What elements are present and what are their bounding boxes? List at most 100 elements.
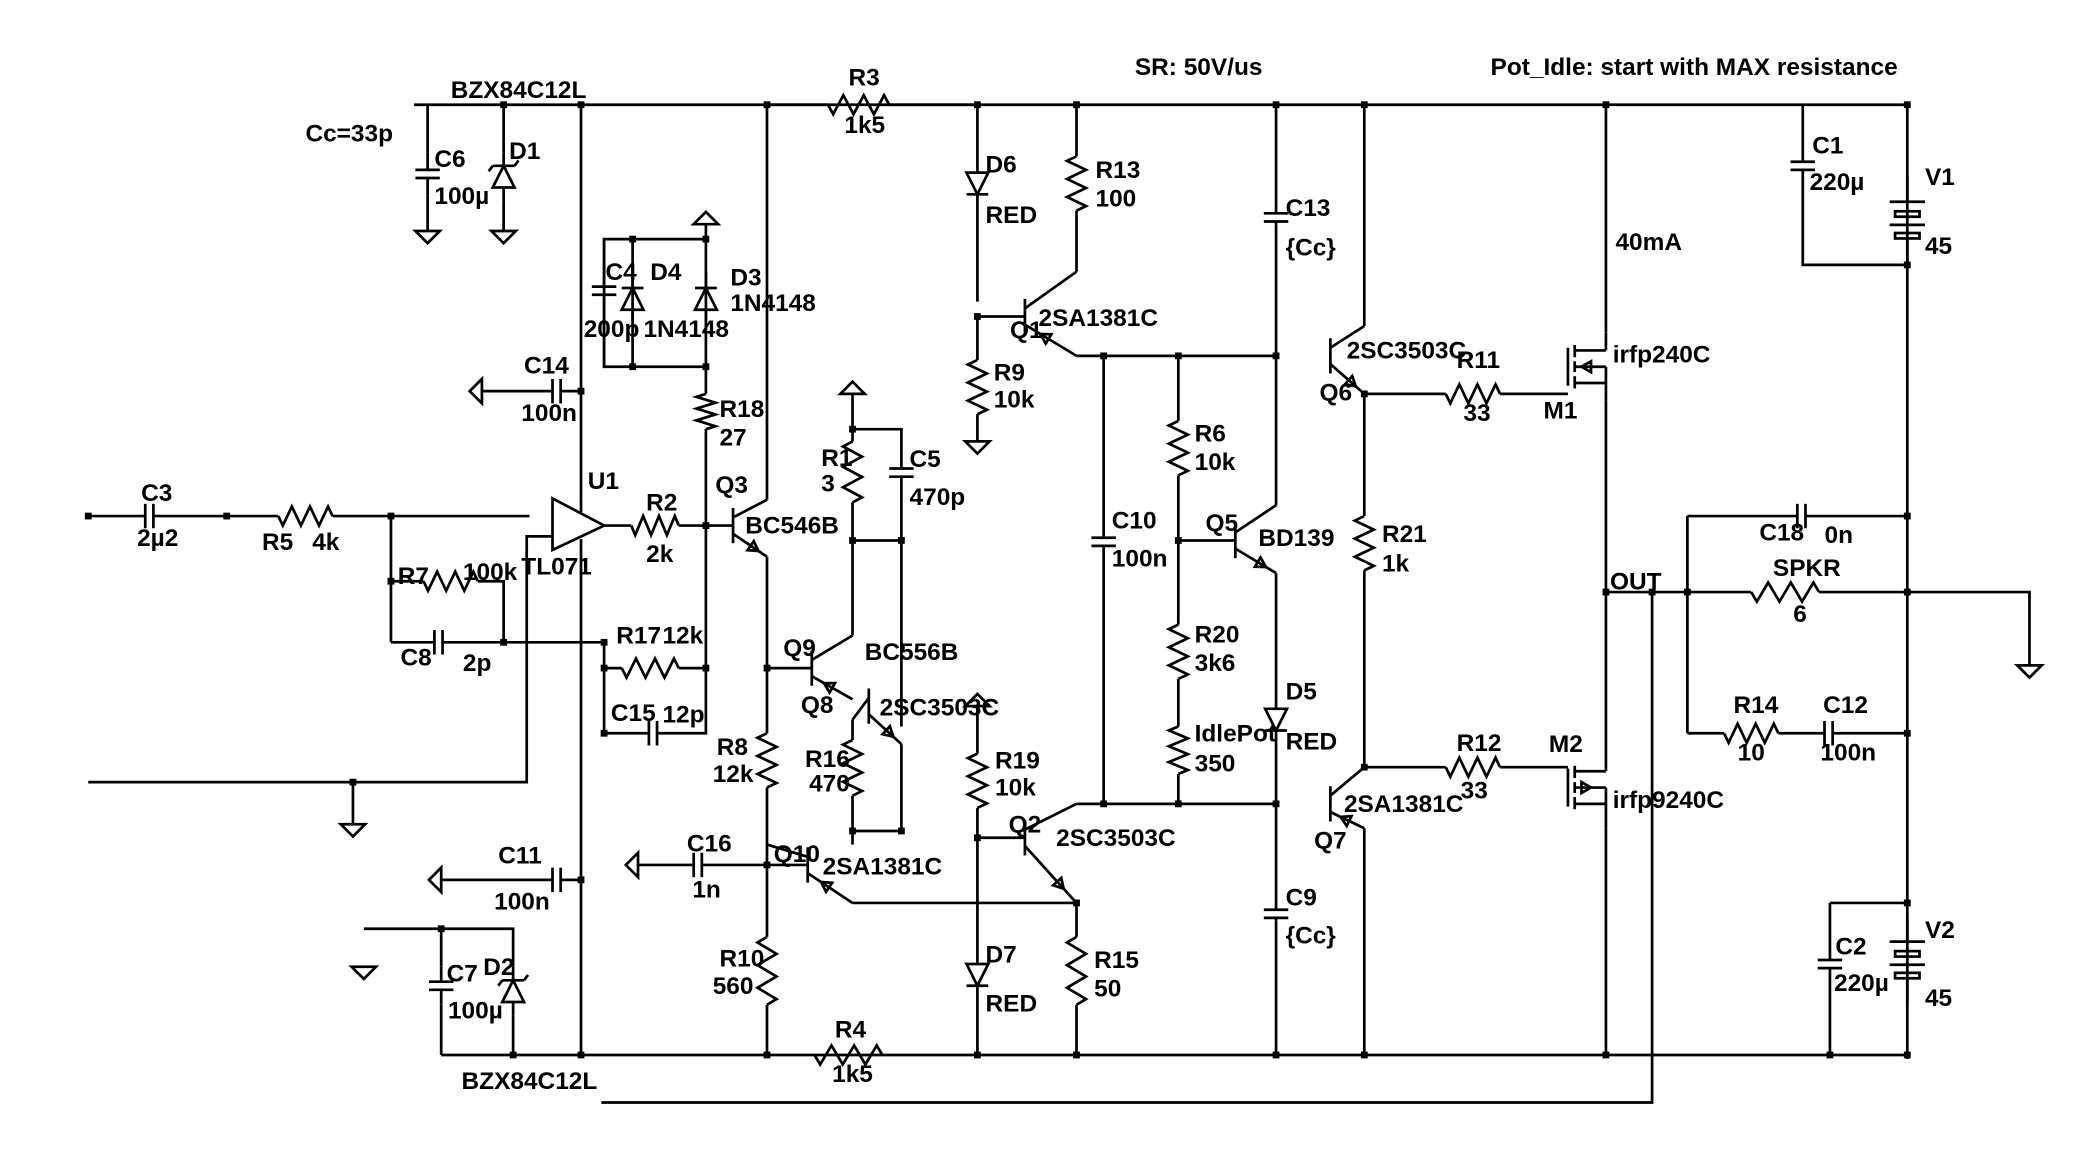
label-q2-49-value: 2SC3503C (1056, 825, 1175, 852)
resistor-r3 (826, 92, 891, 118)
junction-dot-25 (500, 638, 508, 646)
label-r19-45-ref: R19 (995, 748, 1040, 775)
label-c18-30-value: 0n (1824, 522, 1853, 549)
junction-dot-31 (387, 512, 395, 520)
label-c4-9-value: 200p (584, 316, 640, 343)
junction-dot-4 (1073, 101, 1080, 109)
label-r15-58-value: 50 (1094, 976, 1121, 1003)
junction-dot-8 (1903, 101, 1911, 109)
battery-v2 (1889, 916, 1925, 1005)
label-c5-20-value: 470p (910, 484, 966, 511)
junction-dot-23 (702, 664, 710, 672)
capacitor-c11 (551, 867, 563, 893)
junction-dot-27 (600, 729, 608, 737)
capacitor-c8 (433, 630, 444, 655)
junction-dot-14 (1073, 1051, 1080, 1059)
label-q9-35-ref: Q9 (783, 635, 816, 662)
label-q6-14-ref: Q6 (1320, 380, 1353, 407)
label-q7-48-value: 2SA1381C (1344, 791, 1463, 818)
label-m1-16-value: irfp240C (1613, 342, 1711, 369)
resistor-r14 (1722, 720, 1780, 746)
resistor-r9 (964, 358, 991, 416)
label-q3-26-value: BC546B (745, 513, 839, 540)
capacitor-c15 (647, 721, 659, 746)
label-r16-42-ref: R16 (805, 746, 850, 773)
label-c11-52-value: 100n (494, 889, 550, 916)
wire-46 (851, 393, 903, 468)
transistor-q10 (766, 843, 854, 905)
junction-dot-46 (1100, 352, 1108, 360)
label-c16-50-value: 1n (692, 877, 721, 904)
junction-dot-21 (577, 876, 585, 884)
ground-r19 (961, 691, 993, 708)
junction-dot-28 (349, 778, 357, 786)
label-r8-43-value: 12k (713, 761, 754, 788)
capacitor-c18 (1795, 503, 1807, 529)
diode-d7 (964, 961, 991, 989)
label-d5-39-value: RED (1286, 729, 1338, 756)
junction-dot-48 (1272, 352, 1280, 360)
label-q9-35-value: BC556B (865, 639, 959, 666)
ground-c11 (427, 864, 443, 896)
junction-dot-60 (1903, 729, 1911, 737)
junction-dot-37 (849, 537, 856, 544)
transistor-q9 (810, 634, 854, 701)
opamp-u1 (551, 496, 608, 553)
annotation-cc-value: Cc=33p (305, 120, 393, 147)
mosfet-m2 (1566, 740, 1608, 829)
junction-dot-58 (1903, 588, 1911, 596)
junction-dot-59 (1903, 512, 1911, 520)
label-bzx84c12l-0-ref: BZX84C12L (451, 77, 587, 104)
label-r12-46-ref: R12 (1457, 730, 1502, 757)
capacitor-c16 (692, 852, 704, 878)
label-spkr-32-value: 6 (1793, 601, 1807, 628)
label-c7-54-ref: C7 (447, 961, 478, 988)
label-d3-11-value: 1N4148 (730, 290, 816, 317)
label-spkr-32-ref: SPKR (1773, 555, 1841, 582)
label-q10-51-ref: Q10 (774, 841, 820, 868)
label-q10-51-value: 2SA1381C (823, 853, 942, 880)
junction-dot-35 (702, 363, 710, 371)
label-c1-7-value: 220µ (1810, 169, 1865, 196)
resistor-spkr (1750, 579, 1821, 605)
junction-dot-32 (629, 235, 636, 243)
label-r13-5-value: 100 (1096, 186, 1137, 213)
label-r3-3-ref: R3 (848, 65, 879, 92)
junction-dot-24 (387, 577, 395, 585)
label-v2-60-value: 45 (1925, 985, 1952, 1012)
label-v1-8-value: 45 (1925, 233, 1952, 260)
wire-53 (851, 744, 903, 833)
label-r11-15-ref: R11 (1457, 347, 1500, 374)
capacitor-c6 (415, 152, 440, 196)
label-d6-4-value: RED (986, 202, 1038, 229)
diode-d5 (1263, 706, 1290, 734)
label-c7-54-value: 100µ (448, 997, 503, 1024)
ground-c6 (412, 229, 444, 246)
wire-38 (658, 668, 708, 735)
label-r4-61-value: 1k5 (832, 1061, 873, 1088)
diode-d6 (964, 169, 991, 198)
junction-dot-13 (974, 1051, 981, 1059)
label-r20-36-ref: R20 (1195, 621, 1240, 648)
junction-dot-41 (849, 827, 856, 835)
label-q7-48-ref: Q7 (1314, 828, 1347, 855)
label-q8-37-value: 2SC3503C (880, 695, 999, 722)
junction-dot-16 (1360, 1051, 1368, 1059)
label-q5-28-value: BD139 (1258, 525, 1334, 552)
wires (84, 101, 2031, 1104)
resistor-r11 (1444, 381, 1502, 407)
label-c18-30-ref: C18 (1759, 519, 1804, 546)
resistor-r2 (629, 512, 681, 539)
label-r20-36-value: 3k6 (1195, 650, 1236, 677)
junction-dot-9 (437, 925, 445, 933)
wire-19 (332, 514, 393, 643)
junction-dot-49 (1100, 800, 1108, 808)
label-q5-28-ref: Q5 (1205, 510, 1238, 537)
junction-dot-19 (1903, 1051, 1911, 1059)
junction-dot-63 (600, 638, 608, 646)
label-c9-53-value: {Cc} (1286, 923, 1337, 950)
junction-dot-30 (223, 512, 231, 520)
capacitor-c12 (1823, 721, 1834, 746)
label-d4-10-ref: D4 (650, 259, 682, 286)
